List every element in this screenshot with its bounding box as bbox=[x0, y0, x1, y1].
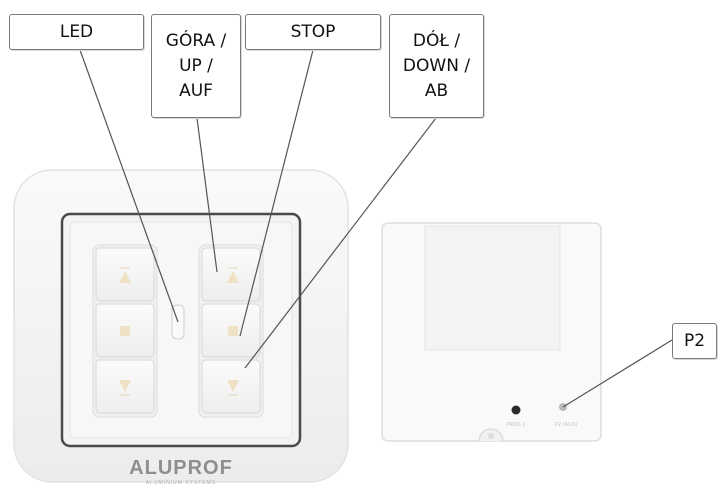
brand-tagline: ALUMINIUM SYSTEMS bbox=[146, 480, 216, 486]
up-callout: GÓRA / UP / AUF bbox=[151, 14, 241, 118]
p2-mark: P2 (AUX) bbox=[555, 422, 577, 428]
down-callout-text: DÓŁ / DOWN / AB bbox=[402, 30, 471, 101]
stop-callout: STOP bbox=[245, 14, 381, 50]
stop-leader-line bbox=[239, 49, 314, 337]
stop-square-icon bbox=[120, 326, 130, 336]
led-leader-line bbox=[79, 49, 179, 323]
down-arrow-icon bbox=[119, 380, 131, 392]
left-button-column bbox=[92, 244, 158, 418]
prog-button[interactable] bbox=[511, 405, 521, 415]
wall-switch: ALUPROF ALUMINIUM SYSTEMS bbox=[13, 169, 349, 486]
up-leader-line bbox=[196, 117, 218, 273]
stop-callout-text: STOP bbox=[290, 21, 336, 42]
up-arrow-icon bbox=[227, 271, 239, 283]
led-callout: LED bbox=[9, 14, 144, 50]
up-button[interactable] bbox=[201, 247, 261, 302]
led-callout-text: LED bbox=[59, 21, 94, 42]
down-leader-line bbox=[244, 117, 437, 369]
p2-callout: P2 bbox=[672, 323, 717, 359]
up-callout-text: GÓRA / UP / AUF bbox=[165, 30, 227, 101]
down-arrow-icon bbox=[227, 380, 239, 392]
down-callout: DÓŁ / DOWN / AB bbox=[389, 14, 484, 118]
prog-mark: PROG 1 bbox=[506, 422, 525, 428]
receiver-module: PROG 1 P2 (AUX) bbox=[381, 222, 602, 442]
p2-callout-text: P2 bbox=[683, 330, 706, 351]
leader-lines bbox=[79, 49, 673, 408]
p2-leader-line bbox=[562, 339, 673, 408]
brand-logo: ALUPROF bbox=[129, 457, 233, 479]
right-button-column bbox=[198, 244, 264, 418]
stop-square-icon bbox=[228, 326, 238, 336]
up-arrow-icon bbox=[119, 271, 131, 283]
